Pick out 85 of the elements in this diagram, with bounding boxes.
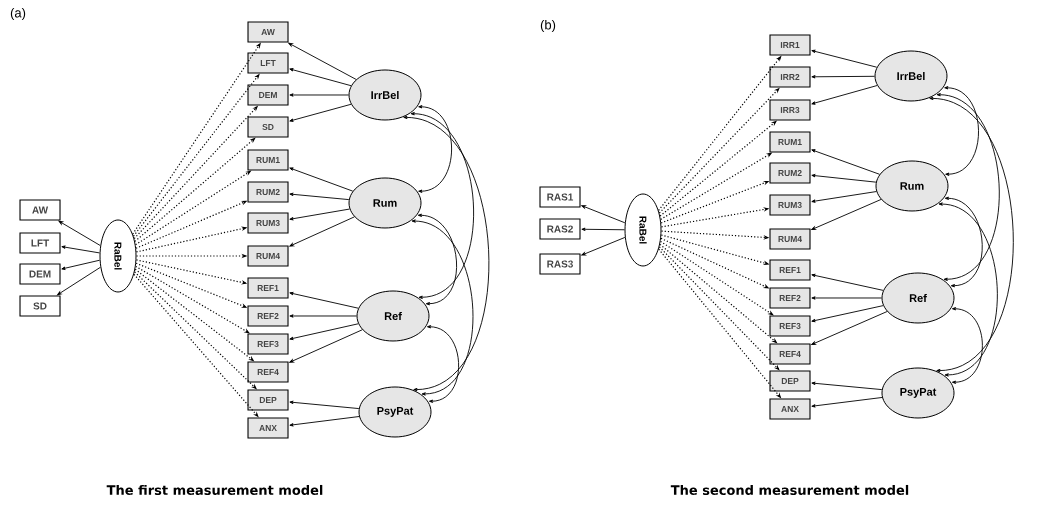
- observed-variable-box: LFT: [19, 232, 61, 254]
- caption: The second measurement model: [670, 484, 909, 496]
- indicator-box: RUM3: [247, 212, 289, 234]
- covariance-arrow: [403, 115, 490, 392]
- indicator-box: RUM1: [247, 149, 289, 171]
- covariance-arrow: [418, 105, 453, 193]
- indicator-box: RUM2: [769, 162, 811, 184]
- arrow: [581, 205, 626, 224]
- arrow: [289, 216, 355, 247]
- arrow: [581, 227, 625, 231]
- panel-label: (b): [540, 19, 556, 33]
- arrow: [811, 174, 877, 183]
- observed-variable-box: SD: [19, 295, 61, 317]
- indicator-box: RUM1: [769, 131, 811, 153]
- arrow: [811, 199, 882, 230]
- arrow: [289, 416, 360, 427]
- indicator-box: DEP: [247, 389, 289, 411]
- covariance-arrow: [944, 196, 983, 288]
- indicator-box: REF2: [769, 287, 811, 309]
- arrow: [289, 291, 359, 309]
- arrow: [57, 266, 101, 296]
- arrow: [811, 305, 884, 323]
- arrow: [58, 220, 101, 246]
- covariance-arrow: [417, 213, 457, 306]
- arrow: [581, 236, 626, 256]
- caption: The first measurement model: [106, 484, 323, 496]
- indicator-box: RUM4: [247, 245, 289, 267]
- arrow: [289, 314, 357, 318]
- indicator-box: RUM4: [769, 228, 811, 250]
- arrow: [288, 42, 357, 80]
- arrow: [811, 311, 888, 345]
- indicator-box: IRR3: [769, 99, 811, 121]
- observed-variable-box: RAS3: [539, 253, 581, 275]
- indicator-box: REF1: [769, 259, 811, 281]
- arrow: [289, 329, 363, 363]
- indicator-box: DEP: [769, 370, 811, 392]
- covariance-arrow: [426, 325, 460, 403]
- arrow: [289, 323, 359, 341]
- arrow: [289, 103, 352, 122]
- arrow: [289, 208, 350, 221]
- indicator-box: ANX: [247, 417, 289, 439]
- indicator-box: ANX: [769, 398, 811, 420]
- arrow: [289, 167, 354, 192]
- indicator-box: IRR2: [769, 66, 811, 88]
- arrow: [811, 85, 878, 105]
- covariance-arrow: [410, 112, 474, 299]
- observed-variable-box: RAS2: [539, 218, 581, 240]
- arrow: [811, 75, 875, 79]
- covariance-arrow: [944, 86, 979, 176]
- covariance-arrow: [951, 307, 983, 384]
- indicator-box: REF1: [247, 277, 289, 299]
- indicator-box: REF4: [769, 343, 811, 365]
- panel-label: (a): [10, 7, 26, 21]
- arrow: [61, 259, 101, 270]
- indicator-box: REF3: [769, 315, 811, 337]
- indicator-box: LFT: [247, 52, 289, 74]
- arrow: [811, 296, 882, 300]
- covariance-arrow: [929, 96, 1014, 373]
- indicator-box: RUM3: [769, 194, 811, 216]
- covariance-arrow: [938, 202, 998, 377]
- arrow: [289, 68, 352, 87]
- indicator-box: DEM: [247, 84, 289, 106]
- arrow: [289, 93, 349, 97]
- indicator-box: IRR1: [769, 34, 811, 56]
- indicator-box: RUM2: [247, 181, 289, 203]
- covariance-arrow: [936, 93, 1000, 281]
- indicator-box: AW: [247, 21, 289, 43]
- arrow: [811, 381, 883, 391]
- covariance-arrow: [411, 219, 474, 396]
- observed-variable-box: RAS1: [539, 186, 581, 208]
- arrow: [811, 149, 881, 175]
- arrow: [811, 49, 878, 68]
- dotted-arrow: [659, 240, 774, 316]
- indicator-box: REF4: [247, 361, 289, 383]
- arrow: [811, 191, 877, 203]
- indicator-box: REF3: [247, 333, 289, 355]
- observed-variable-box: DEM: [19, 263, 61, 285]
- arrow: [811, 273, 884, 291]
- arrow: [289, 192, 350, 201]
- arrow: [289, 400, 360, 410]
- arrow: [61, 245, 101, 254]
- indicator-box: SD: [247, 116, 289, 138]
- indicator-box: REF2: [247, 305, 289, 327]
- arrow: [811, 397, 883, 408]
- observed-variable-box: AW: [19, 199, 61, 221]
